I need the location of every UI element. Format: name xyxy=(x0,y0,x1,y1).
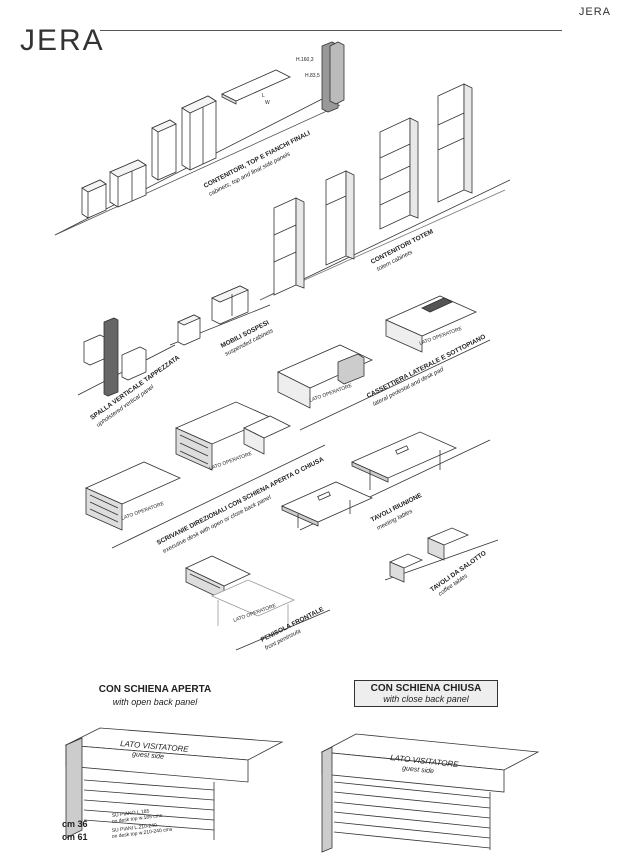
dim-cm61: cm 61 xyxy=(62,832,88,842)
open-panel-title: CON SCHIENA APERTA xyxy=(98,684,212,695)
dim-height-1: H.160,3 xyxy=(296,57,314,63)
label-operator-4: LATO OPERATORE xyxy=(209,451,254,472)
note-1: SU PIANO L.185 xyxy=(112,808,150,819)
peninsula-group: LATO OPERATORE PENISOLA FRONTALE front p… xyxy=(185,555,331,652)
suspended-group: MOBILI SOSPESI suspended cabinets xyxy=(169,285,274,358)
guest-side-open-en: guest side xyxy=(132,751,165,761)
dim-cm36: cm 36 xyxy=(62,819,88,829)
guest-side-closed-en: guest side xyxy=(402,765,435,775)
label-operator-3: LATO OPERATORE xyxy=(121,501,166,522)
dim-height-2: H.83,5 xyxy=(305,73,320,79)
vertical-panel-group: SPALLA VERTICALE TAPPEZZATA upholstered … xyxy=(77,317,181,429)
open-panel-sub: with open back panel xyxy=(112,697,198,707)
pedestal-group: LATO OPERATORE LATO OPERATORE CASSETTIER… xyxy=(277,295,491,431)
header-rule xyxy=(100,30,562,31)
closed-panel-title: CON SCHIENA CHIUSA xyxy=(370,683,482,694)
group-sub-executive: executive desk with open or close back p… xyxy=(162,494,273,554)
note-2: SU PIANI L.210-240 xyxy=(112,822,158,834)
closed-panel-box: CON SCHIENA CHIUSA with close back panel xyxy=(354,680,498,707)
closed-back-desk: LATO VISITATORE guest side xyxy=(320,733,540,853)
brand-tag: JERA xyxy=(578,6,611,18)
executive-desk-group: LATO OPERATORE LATO OPERATORE SCRIVANIE … xyxy=(85,401,325,555)
dim-l: L xyxy=(262,93,265,99)
coffee-tables-group: TAVOLI DA SALOTTO coffee tables xyxy=(384,527,499,598)
meeting-tables-group: TAVOLI RIUNIONE meeting tables xyxy=(281,431,491,532)
dim-w: W xyxy=(265,100,270,106)
totem-group: CONTENITORI TOTEM totem cabinets xyxy=(259,83,511,301)
page-title: JERA xyxy=(20,24,105,57)
open-back-desk: LATO VISITATORE guest side cm 36 cm 61 S… xyxy=(62,727,284,842)
closed-panel-sub: with close back panel xyxy=(383,694,469,704)
